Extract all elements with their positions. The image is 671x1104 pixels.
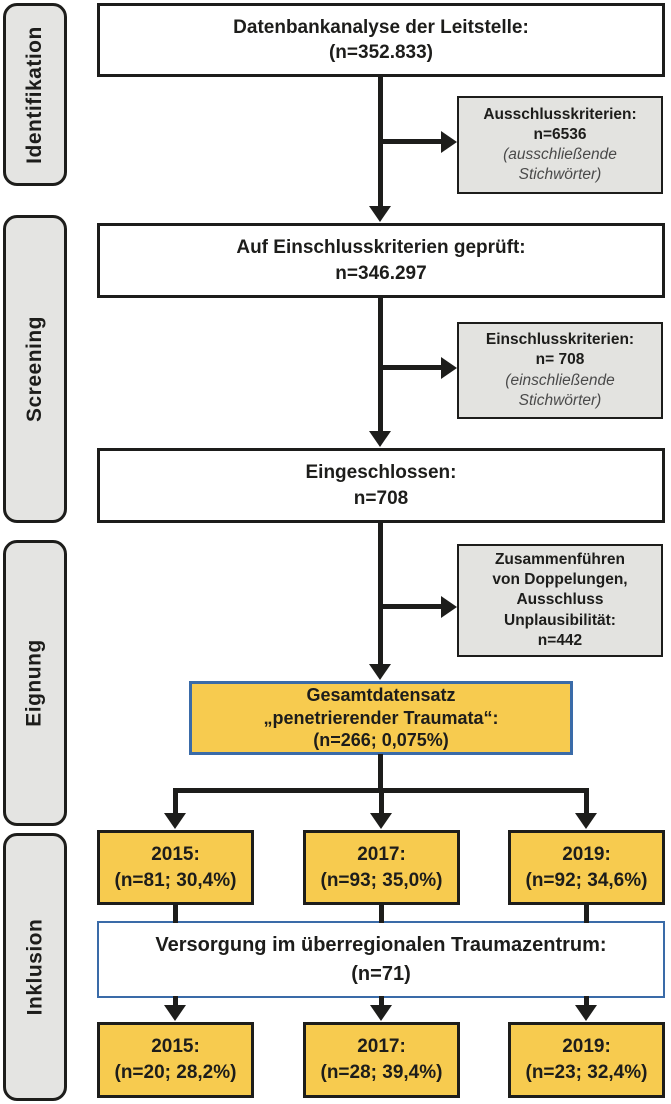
arrowhead-split-2017: [370, 813, 392, 829]
box-year-total-2017: 2017: (n=93; 35,0%): [303, 830, 460, 905]
box-inclusion-line4: Stichwörter): [518, 391, 602, 409]
box-trauma-center-line2: (n=71): [351, 962, 411, 985]
connector-total-stem: [378, 754, 383, 790]
box-exclusion-line4: Stichwörter): [518, 166, 602, 184]
connector-split-2015: [173, 790, 178, 815]
box-inclusion-line1: Einschlusskriterien:: [485, 331, 635, 349]
year-total-2015-n: (n=81; 30,4%): [114, 869, 237, 891]
arrowhead-included-to-total: [369, 664, 391, 680]
connector-center-to-2015: [173, 996, 178, 1007]
box-inclusion-criteria: Einschlusskriterien: n= 708 (einschließe…: [457, 322, 663, 419]
box-included-line2: n=708: [353, 487, 409, 509]
box-exclusion-line3: (ausschließende: [503, 146, 617, 163]
arrowhead-branch-exclusion: [441, 131, 457, 153]
year-total-2019-n: (n=92; 34,6%): [525, 869, 648, 891]
box-database-analysis: Datenbankanalyse der Leitstelle: (n=352.…: [97, 3, 665, 77]
connector-checked-to-included: [378, 296, 383, 432]
year-center-2019-label: 2019:: [562, 1036, 611, 1058]
box-trauma-center: Versorgung im überregionalen Traumazentr…: [97, 921, 665, 998]
year-total-2019-label: 2019:: [562, 843, 611, 865]
stage-identifikation-label: Identifikation: [23, 25, 47, 164]
year-center-2015-label: 2015:: [151, 1036, 200, 1058]
year-total-2015-label: 2015:: [151, 843, 200, 865]
arrowhead-database-to-checked: [369, 206, 391, 222]
box-inclusion-line3: (einschließende: [505, 371, 615, 389]
box-exclusion-criteria: Ausschlusskriterien: n=6536 (ausschließe…: [457, 96, 663, 194]
box-total-line2: „penetrierender Traumata“:: [263, 707, 499, 728]
box-year-center-2015: 2015: (n=20; 28,2%): [97, 1022, 254, 1098]
arrowhead-branch-inclusion: [441, 357, 457, 379]
year-total-2017-n: (n=93; 35,0%): [320, 869, 443, 891]
box-total-line1: Gesamtdatensatz: [306, 685, 456, 706]
connector-center-to-2017: [379, 996, 384, 1007]
connector-branch-inclusion: [380, 365, 442, 370]
box-exclusion-line2: n=6536: [533, 125, 587, 143]
connector-2015-to-center: [173, 903, 178, 923]
box-checked-criteria: Auf Einschlusskriterien geprüft: n=346.2…: [97, 223, 665, 298]
box-checked-line2: n=346.297: [335, 262, 427, 284]
box-exclusion-line1: Ausschlusskriterien:: [483, 105, 637, 123]
box-dedup-line2: von Doppelungen,: [492, 571, 628, 589]
arrowhead-center-2017: [370, 1005, 392, 1021]
box-total-dataset: Gesamtdatensatz „penetrierender Traumata…: [189, 681, 573, 755]
connector-center-to-2019: [584, 996, 589, 1007]
arrowhead-branch-dedup: [441, 596, 457, 618]
box-year-center-2017: 2017: (n=28; 39,4%): [303, 1022, 460, 1098]
stage-eignung-label: Eignung: [23, 639, 47, 727]
arrowhead-split-2015: [164, 813, 186, 829]
box-total-line3: (n=266; 0,075%): [313, 730, 449, 751]
year-center-2015-n: (n=20; 28,2%): [114, 1062, 237, 1083]
stage-inklusion-label: Inklusion: [23, 918, 46, 1016]
connector-2019-to-center: [584, 903, 589, 923]
box-database-line1: Datenbankanalyse der Leitstelle:: [233, 16, 529, 38]
box-year-total-2015: 2015: (n=81; 30,4%): [97, 830, 254, 905]
connector-branch-dedup: [380, 604, 442, 609]
box-included: Eingeschlossen: n=708: [97, 448, 665, 523]
box-inclusion-line2: n= 708: [535, 351, 585, 369]
stage-identifikation: Identifikation: [3, 3, 67, 186]
stage-eignung: Eignung: [3, 540, 67, 826]
box-database-line2: (n=352.833): [328, 42, 434, 63]
connector-included-to-total: [378, 521, 383, 665]
box-year-center-2019: 2019: (n=23; 32,4%): [508, 1022, 665, 1098]
box-year-total-2019: 2019: (n=92; 34,6%): [508, 830, 665, 905]
connector-branch-exclusion: [380, 139, 442, 144]
box-dedup: Zusammenführen von Doppelungen, Ausschlu…: [457, 544, 663, 657]
year-total-2017-label: 2017:: [357, 843, 406, 865]
year-center-2019-n: (n=23; 32,4%): [525, 1062, 648, 1083]
stage-screening: Screening: [3, 215, 67, 523]
arrowhead-split-2019: [575, 813, 597, 829]
connector-2017-to-center: [379, 903, 384, 923]
connector-split-2019: [584, 790, 589, 815]
box-checked-line1: Auf Einschlusskriterien geprüft:: [236, 237, 526, 259]
connector-split-2017: [379, 790, 384, 815]
box-trauma-center-line1: Versorgung im überregionalen Traumazentr…: [155, 933, 607, 956]
arrowhead-checked-to-included: [369, 431, 391, 447]
box-included-line1: Eingeschlossen:: [305, 462, 457, 484]
year-center-2017-label: 2017:: [357, 1036, 406, 1058]
box-dedup-line4: Unplausibilität:: [504, 611, 616, 629]
stage-inklusion: Inklusion: [3, 833, 67, 1101]
stage-screening-label: Screening: [23, 315, 47, 423]
box-dedup-line1: Zusammenführen: [494, 551, 626, 569]
box-dedup-line5: n=442: [537, 631, 583, 649]
arrowhead-center-2015: [164, 1005, 186, 1021]
box-dedup-line3: Ausschluss: [516, 591, 604, 609]
arrowhead-center-2019: [575, 1005, 597, 1021]
year-center-2017-n: (n=28; 39,4%): [320, 1062, 443, 1083]
